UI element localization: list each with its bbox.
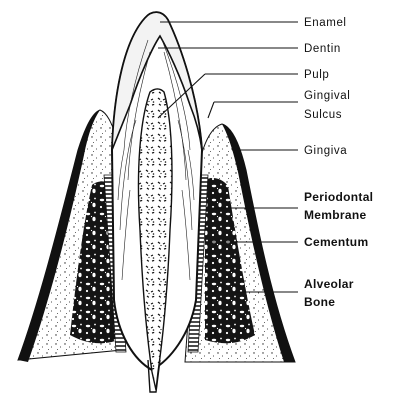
label-periodontal: Periodontal [304,190,373,204]
label-gingiva: Gingiva [304,145,347,157]
label-alveolar: Alveolar [304,277,354,291]
label-sulcus: Sulcus [304,109,342,121]
label-gingival: Gingival [304,90,350,102]
label-cementum: Cementum [304,235,368,249]
label-pulp: Pulp [304,69,329,81]
label-dentin: Dentin [304,43,341,55]
label-membrane: Membrane [304,208,366,222]
label-enamel: Enamel [304,17,347,29]
label-bone: Bone [304,295,335,309]
